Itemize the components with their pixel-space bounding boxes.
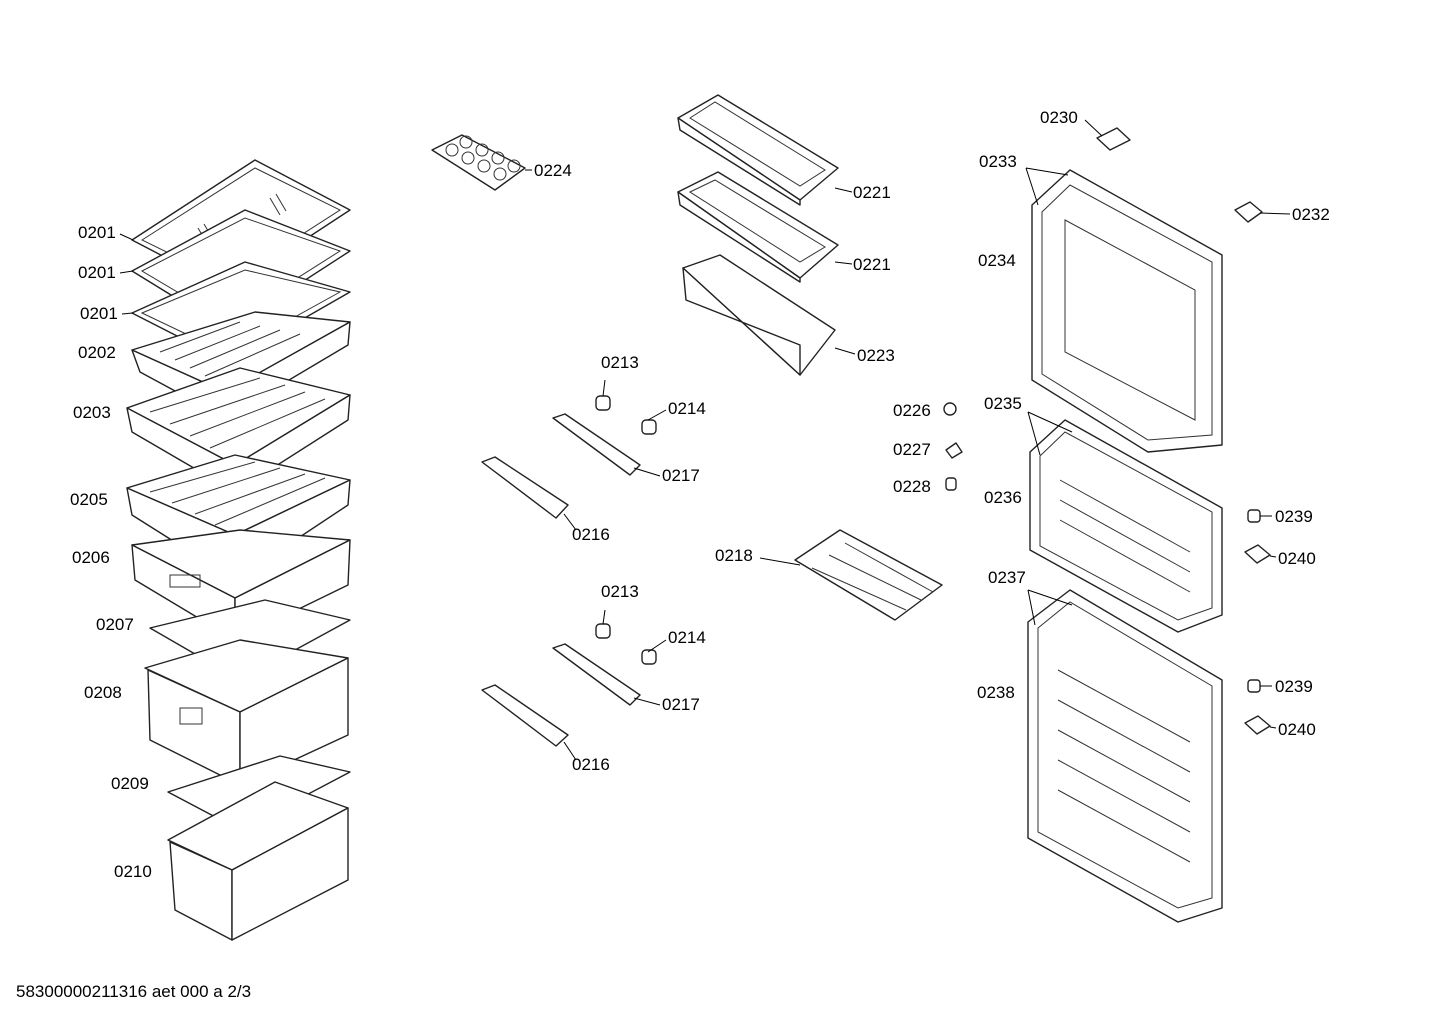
label-0205: 0205 [70,490,108,509]
knob-0239-bottom [1247,679,1261,693]
block-0240-top [1244,544,1271,564]
label-0214-top: 0214 [668,399,706,418]
label-0209: 0209 [111,774,149,793]
label-0237: 0237 [988,568,1026,587]
block-0240-bottom [1244,715,1271,735]
label-0236: 0236 [984,488,1022,507]
bin-0210 [167,781,349,941]
label-0232: 0232 [1292,205,1330,224]
rail-0217-top [552,413,641,476]
label-0207: 0207 [96,615,134,634]
label-0213-top: 0213 [601,353,639,372]
label-0239-bottom: 0239 [1275,677,1313,696]
rail-0217-bottom [552,643,641,706]
label-0214-bottom: 0214 [668,628,706,647]
knob-0239-top [1247,509,1261,523]
label-0239-top: 0239 [1275,507,1313,526]
label-0224: 0224 [534,161,572,180]
rail-0216-bottom [481,684,569,747]
label-0233: 0233 [979,152,1017,171]
door-0234 [1031,169,1223,453]
door-0238 [1027,589,1223,923]
label-0202: 0202 [78,343,116,362]
label-0216-bottom: 0216 [572,755,610,774]
knob-0213-bottom [595,623,611,639]
label-0228: 0228 [893,477,931,496]
label-0221-top: 0221 [853,183,891,202]
label-0216-top: 0216 [572,525,610,544]
label-0223: 0223 [857,346,895,365]
label-0235: 0235 [984,394,1022,413]
part-0228 [945,477,957,491]
knob-0214-top [641,419,657,435]
label-0217-top: 0217 [662,466,700,485]
label-0240-bottom: 0240 [1278,720,1316,739]
knob-0213-top [595,395,611,411]
label-0213-bottom: 0213 [601,582,639,601]
label-0227: 0227 [893,440,931,459]
cap-0232 [1234,201,1263,223]
label-0208: 0208 [84,683,122,702]
knob-0214-bottom [641,649,657,665]
door-bin-0221-middle [677,171,839,283]
rail-0216-top [481,456,569,519]
label-0201-middle: 0201 [78,263,116,282]
label-0201-bottom: 0201 [80,304,118,323]
document-code-footer: 58300000211316 aet 000 a 2/3 [16,982,252,1001]
cap-0230 [1096,127,1131,151]
label-0217-bottom: 0217 [662,695,700,714]
door-0236 [1029,419,1223,633]
label-0206: 0206 [72,548,110,567]
label-0240-top: 0240 [1278,549,1316,568]
label-0238: 0238 [977,683,1015,702]
egg-tray-0224 [431,134,526,191]
label-0226: 0226 [893,401,931,420]
part-0227 [945,442,963,459]
drawer-0208 [144,639,349,786]
leader-lines [119,119,1291,761]
label-0210: 0210 [114,862,152,881]
part-0226 [943,402,957,416]
label-0218: 0218 [715,546,753,565]
label-0201-top: 0201 [78,223,116,242]
door-bin-0223 [682,254,836,376]
label-0234: 0234 [978,251,1016,270]
door-bin-0221-top [677,94,839,206]
label-0203: 0203 [73,403,111,422]
label-0230: 0230 [1040,108,1078,127]
ice-tray-0218 [794,529,943,621]
part-labels: 0201 0201 0201 0202 0203 0205 0206 0207 … [70,108,1330,881]
label-0221-middle: 0221 [853,255,891,274]
